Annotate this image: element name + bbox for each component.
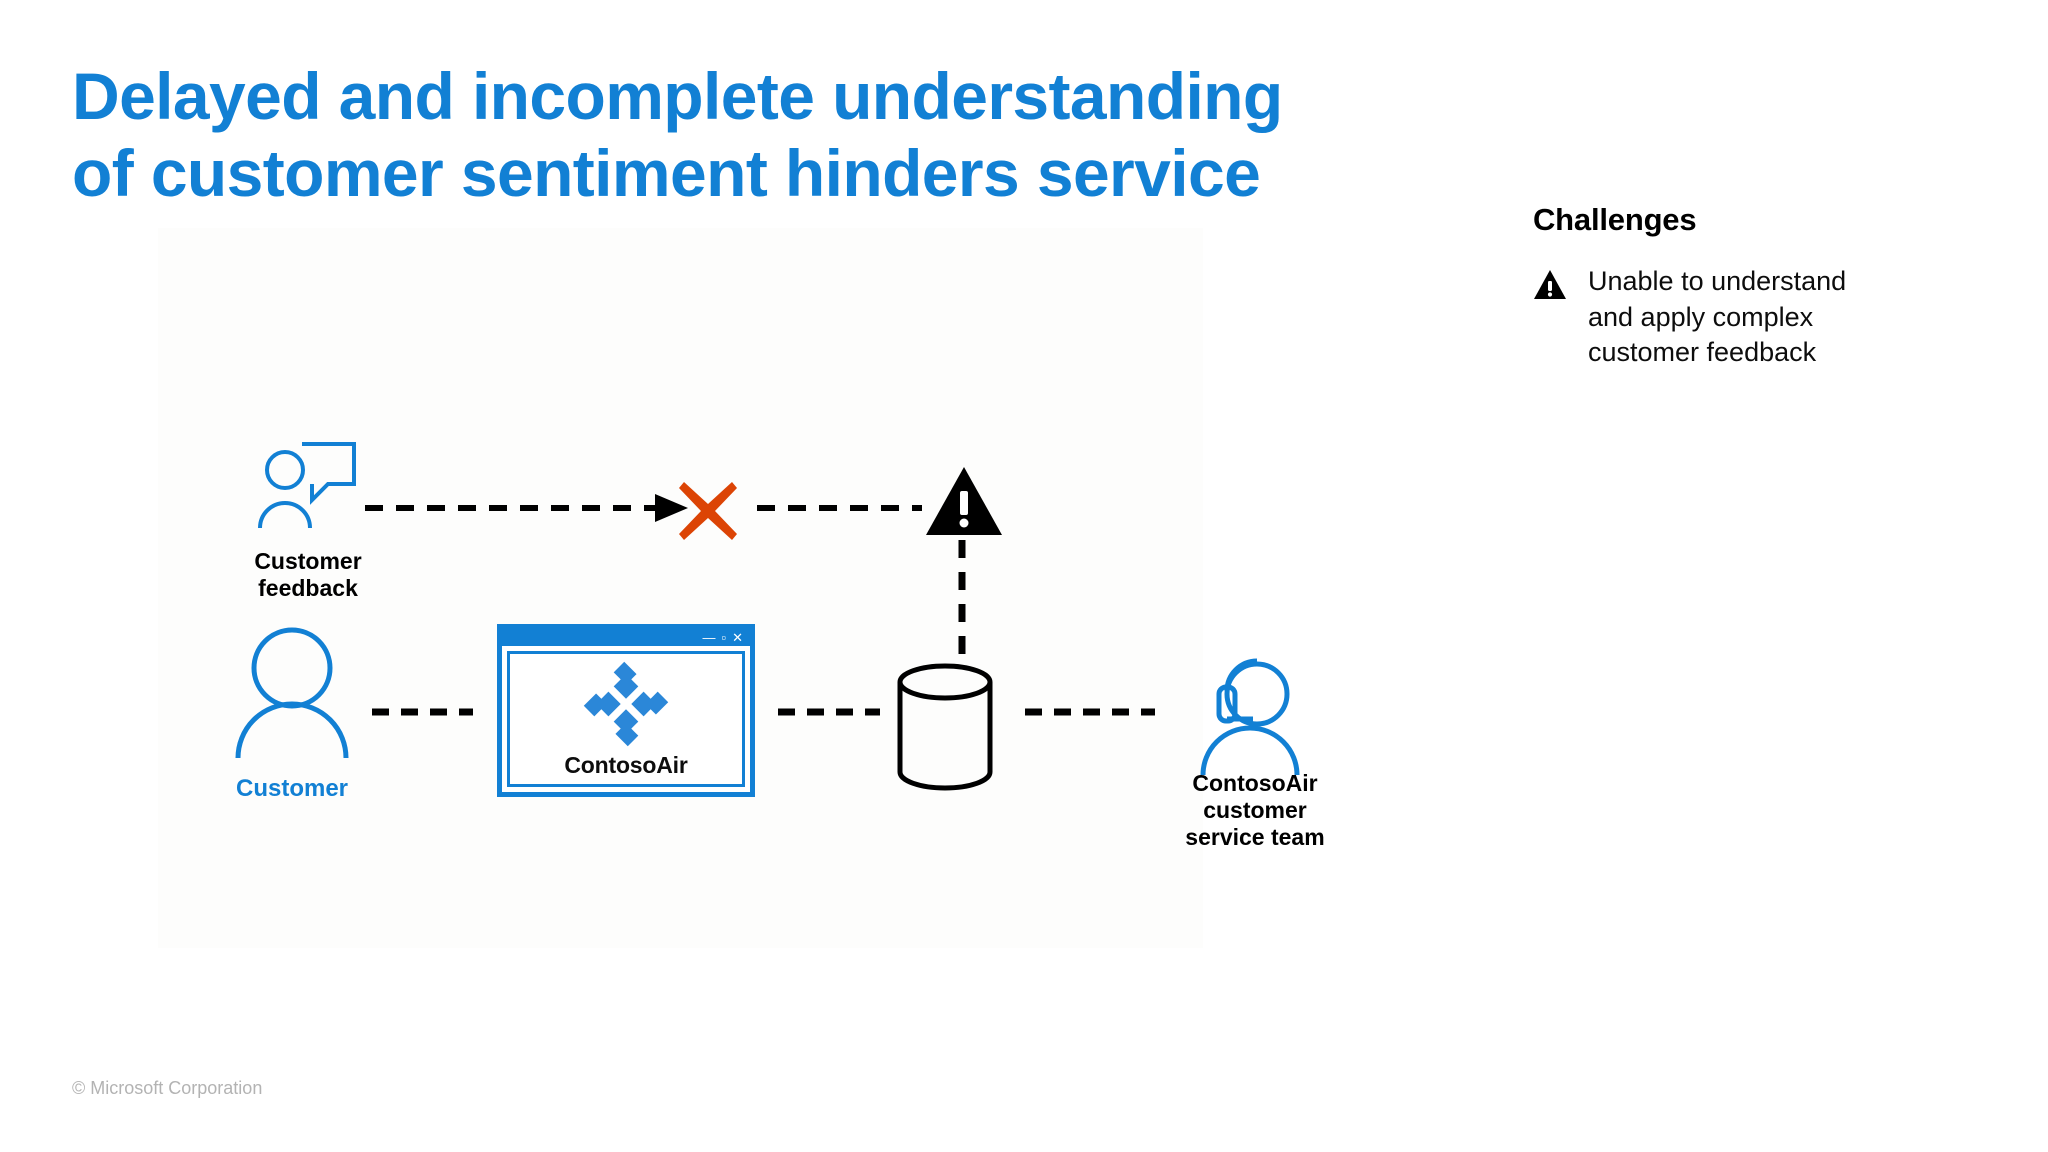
window-title-bar: — ▫ ✕ xyxy=(502,629,750,646)
database-cylinder-icon xyxy=(897,663,993,791)
challenges-panel: Challenges Unable to understand and appl… xyxy=(1533,202,1933,371)
headset-agent-icon xyxy=(1200,658,1300,776)
challenge-list-item: Unable to understand and apply complex c… xyxy=(1533,264,1933,371)
minimize-icon[interactable]: — xyxy=(702,630,716,645)
contosoair-logo-icon xyxy=(583,661,669,746)
contosoair-app-window[interactable]: — ▫ ✕ ContosoAir xyxy=(497,624,755,797)
red-x-icon xyxy=(679,482,737,540)
node-label-customer: Customer xyxy=(235,775,349,802)
node-label-service-team: ContosoAir customer service team xyxy=(1185,770,1325,851)
page-title: Delayed and incomplete understanding of … xyxy=(72,59,1283,210)
warning-triangle-icon xyxy=(926,467,1002,535)
app-name-label: ContosoAir xyxy=(564,751,688,778)
window-content: ContosoAir xyxy=(507,651,745,787)
warning-triangle-icon xyxy=(1534,270,1566,299)
connector-feedback-to-block xyxy=(365,494,688,522)
close-icon[interactable]: ✕ xyxy=(732,630,743,645)
node-label-customer-feedback: Customer feedback xyxy=(254,548,362,602)
person-with-speech-bubble-icon xyxy=(258,442,356,529)
person-icon xyxy=(235,627,349,759)
challenges-heading: Challenges xyxy=(1533,202,1697,237)
challenge-item-text: Unable to understand and apply complex c… xyxy=(1588,266,1847,368)
maximize-icon[interactable]: ▫ xyxy=(721,630,727,645)
copyright-footer: © Microsoft Corporation xyxy=(72,1078,263,1098)
